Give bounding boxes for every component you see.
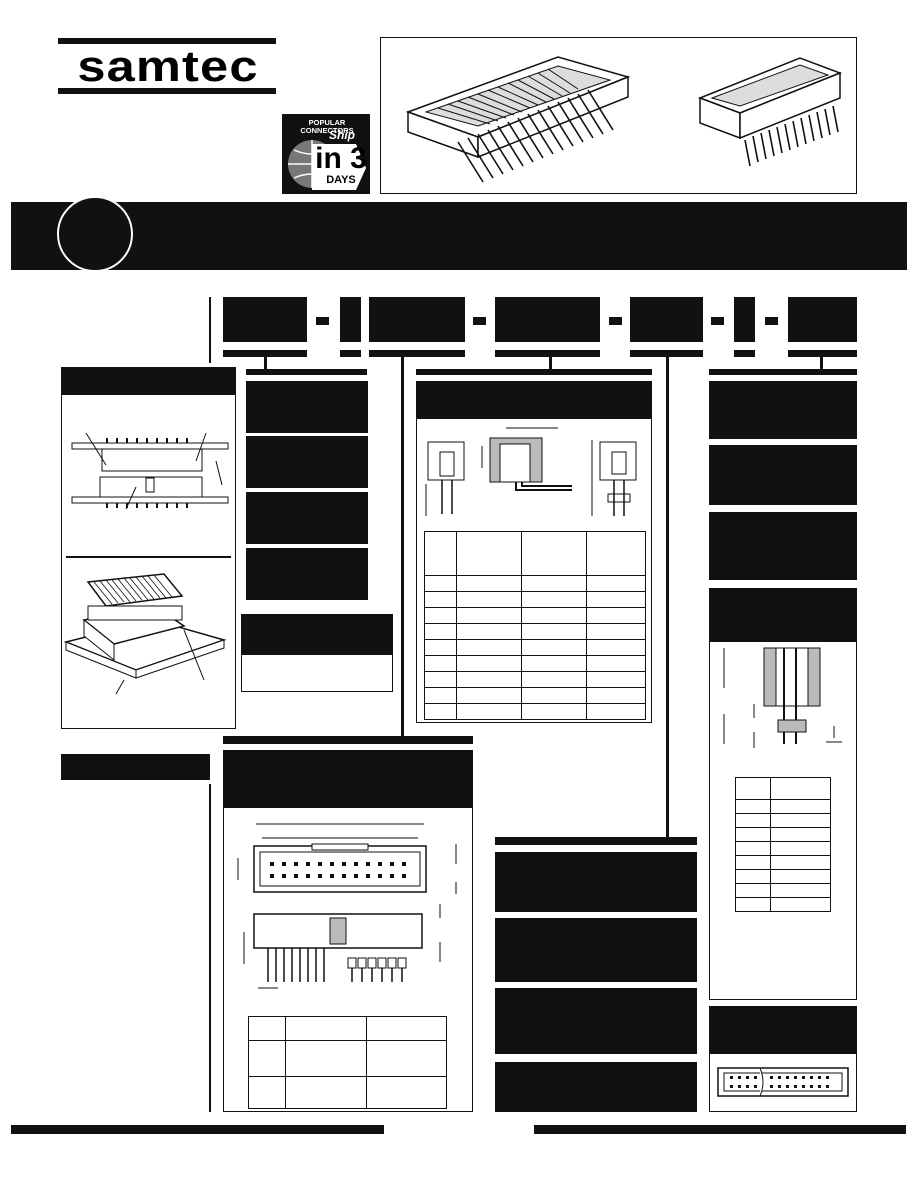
series-circle: [57, 196, 133, 272]
badge-line2: Ship: [329, 128, 355, 142]
pn-dash-4: [711, 317, 724, 325]
footer-bar-left: [11, 1125, 384, 1134]
dimension-table: [248, 1016, 447, 1109]
pin-style-diagram: [425, 427, 637, 516]
application-panel-header: [61, 367, 236, 395]
badge-line3: in 3: [315, 142, 367, 175]
pn-box-5: [630, 297, 703, 342]
pn-box-3: [369, 297, 465, 342]
pn-box-4: [495, 297, 600, 342]
pn-box-7: [788, 297, 857, 342]
pn-dash-5: [765, 317, 778, 325]
mating-connector-diagram: [717, 1067, 849, 1097]
samtec-logo: samtec: [58, 38, 276, 94]
shielded-header-illustration: [405, 56, 631, 183]
pin-style-table: [424, 531, 646, 720]
header-dimension-diagram: [237, 823, 457, 989]
pn-dash-3: [609, 317, 622, 325]
left-lower-header: [61, 754, 210, 780]
pn-dash-2: [473, 317, 486, 325]
globe-icon: [288, 140, 366, 190]
pn-box-2: [340, 297, 361, 342]
tail-option-diagram: [723, 647, 842, 748]
tail-option-table: [735, 777, 831, 912]
badge-line4: DAYS: [326, 174, 356, 186]
ship-in-3-days-badge: POPULAR CONNECTORS Ship in 3 DAYS: [282, 114, 370, 194]
badge-line1: POPULAR CONNECTORS: [300, 118, 354, 135]
footer-bar-right: [534, 1125, 906, 1134]
board-stack-diagram: [71, 432, 229, 510]
cable-assembly-diagram: [64, 573, 227, 695]
pn-dash-1: [316, 317, 329, 325]
pn-box-6: [734, 297, 755, 342]
pn-box-1: [223, 297, 307, 342]
shielded-header-right-angle-illustration: [697, 57, 843, 167]
title-bar: [11, 202, 907, 270]
logo-wordmark: samtec: [77, 42, 259, 91]
